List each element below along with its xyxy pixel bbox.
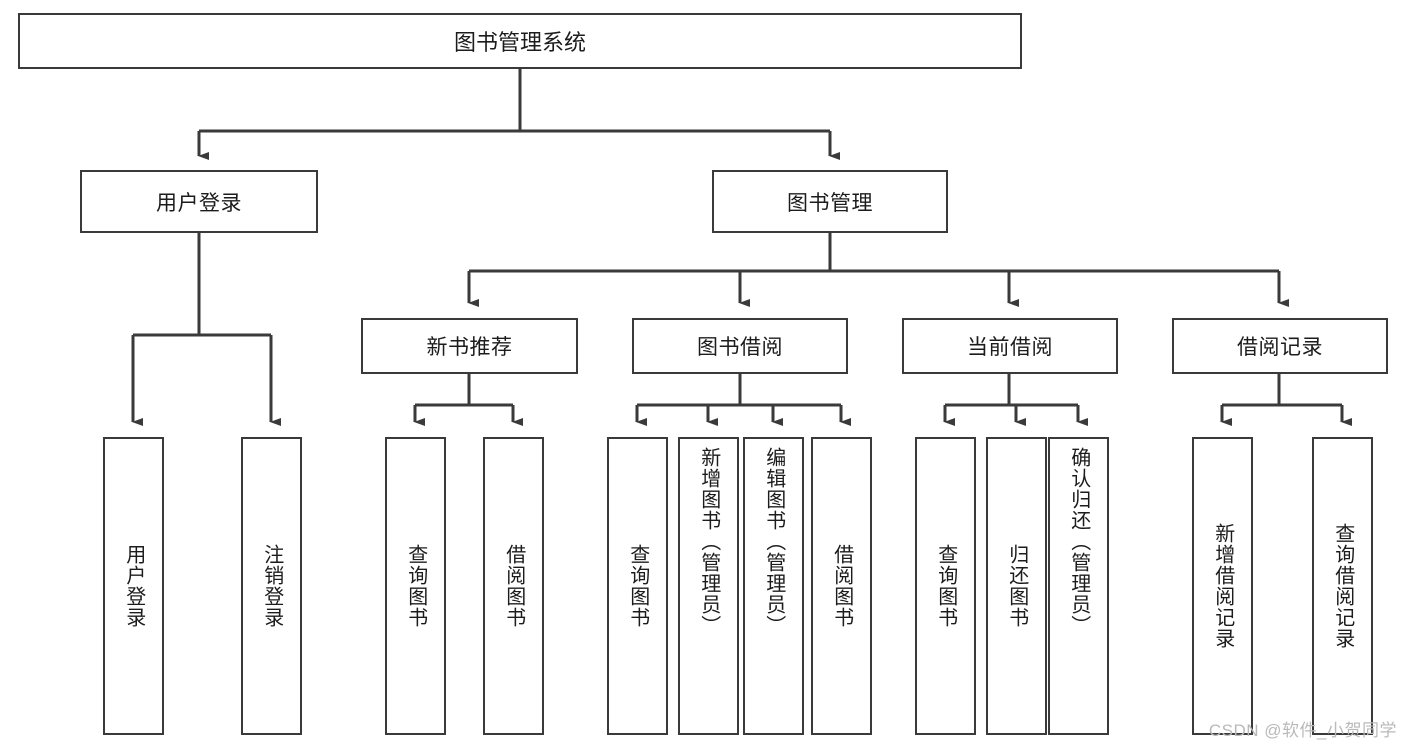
leaf-label: 归还图书 <box>1005 544 1028 628</box>
node-book-borrow[interactable]: 图书借阅 <box>632 318 848 374</box>
leaf-label: 新增图书（管理员） <box>697 447 720 636</box>
leaf-label: 查询图书 <box>404 544 427 628</box>
leaf-label: 查询借阅记录 <box>1331 523 1354 649</box>
leaf-label: 借阅图书 <box>830 544 853 628</box>
node-label: 借阅记录 <box>1237 336 1323 359</box>
leaf-book-borrow-query-book[interactable]: 查询图书 <box>607 437 668 735</box>
leaf-label: 新增借阅记录 <box>1211 523 1234 649</box>
node-user-login[interactable]: 用户登录 <box>80 170 318 233</box>
node-label: 图书借阅 <box>697 336 783 359</box>
node-label: 当前借阅 <box>967 336 1053 359</box>
leaf-book-borrow-borrow-book[interactable]: 借阅图书 <box>811 437 872 735</box>
node-current-borrow[interactable]: 当前借阅 <box>902 318 1118 374</box>
leaf-label: 查询图书 <box>626 544 649 628</box>
node-book-management[interactable]: 图书管理 <box>712 170 948 233</box>
leaf-user-login-logout[interactable]: 注销登录 <box>241 437 302 735</box>
leaf-borrow-record-query-record[interactable]: 查询借阅记录 <box>1312 437 1373 735</box>
leaf-current-borrow-return-book[interactable]: 归还图书 <box>986 437 1047 735</box>
node-label: 图书管理系统 <box>453 30 586 55</box>
node-label: 新书推荐 <box>426 336 513 359</box>
node-new-book-recommend[interactable]: 新书推荐 <box>361 318 578 374</box>
leaf-label: 借阅图书 <box>502 544 525 628</box>
leaf-new-book-query-book[interactable]: 查询图书 <box>385 437 446 735</box>
leaf-borrow-record-add-record[interactable]: 新增借阅记录 <box>1192 437 1253 735</box>
leaf-book-borrow-edit-book-admin[interactable]: 编辑图书（管理员） <box>743 437 804 735</box>
leaf-label: 查询图书 <box>934 544 957 628</box>
leaf-new-book-borrow-book[interactable]: 借阅图书 <box>483 437 544 735</box>
node-label: 用户登录 <box>156 191 242 215</box>
leaf-current-borrow-query-book[interactable]: 查询图书 <box>915 437 976 735</box>
leaf-label: 确认归还（管理员） <box>1067 447 1090 636</box>
leaf-user-login-login[interactable]: 用户登录 <box>103 437 164 735</box>
leaf-label: 用户登录 <box>122 544 145 628</box>
leaf-book-borrow-add-book-admin[interactable]: 新增图书（管理员） <box>678 437 739 735</box>
leaf-current-borrow-confirm-return-admin[interactable]: 确认归还（管理员） <box>1048 437 1109 735</box>
leaf-label: 编辑图书（管理员） <box>762 447 785 636</box>
leaf-label: 注销登录 <box>260 544 283 628</box>
node-root-book-management-system[interactable]: 图书管理系统 <box>18 13 1022 69</box>
node-borrow-record[interactable]: 借阅记录 <box>1172 318 1388 374</box>
node-label: 图书管理 <box>787 191 873 215</box>
